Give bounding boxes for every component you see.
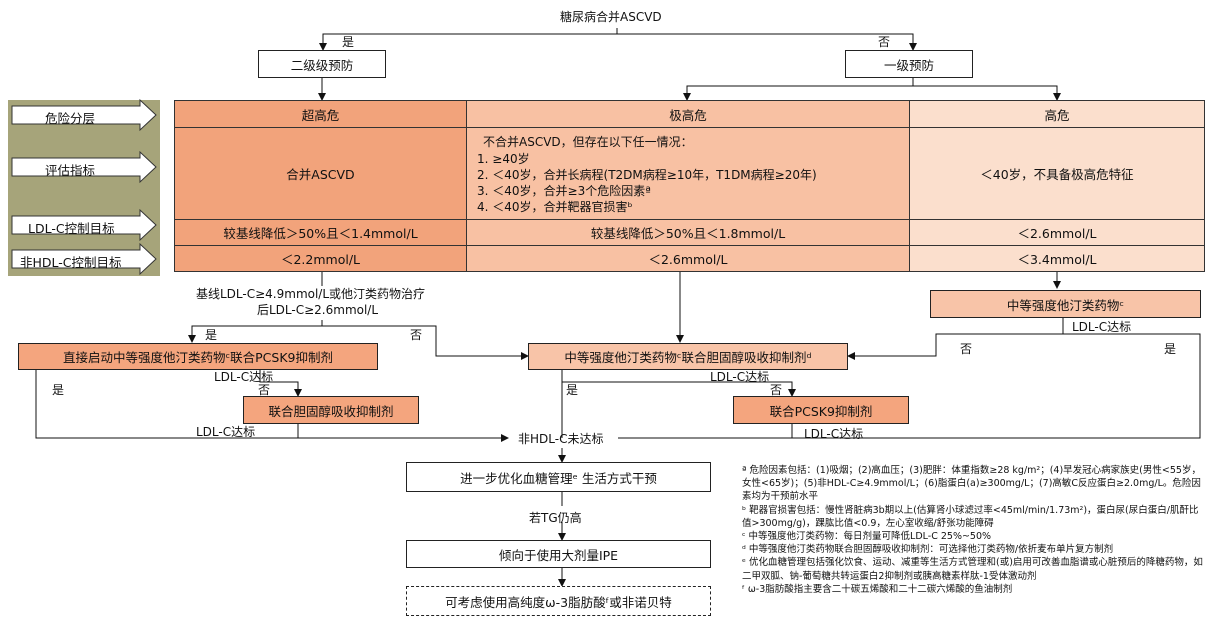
extreme-risk-title: 极高危 [466,100,910,128]
combo-pcsk9-box: 联合PCSK9抑制剂 [733,396,909,424]
moderate-ldl-reached-label: LDL-C达标 [1072,320,1132,334]
extreme-nonhdl-target: ＜2.6mmol/L [466,245,910,272]
row-arrows [11,98,157,276]
very-high-nonhdl-target: ＜2.2mmol/L [174,245,467,272]
root-label: 糖尿病合并ASCVD [560,10,662,24]
very-high-risk-criteria: 合并ASCVD [174,127,467,220]
footnote-b: ᵇ 靶器官损害包括：慢性肾脏病3b期以上(估算肾小球滤过率<45ml/min/1… [742,504,1199,529]
row-header-risk: 危险分层 [45,111,96,126]
footnote-a: ª 危险因素包括：(1)吸烟；(2)高血压；(3)肥胖：体重指数≥28 kg/m… [742,465,1201,503]
absorb-yes-label: 是 [566,383,579,397]
high-risk-title: 高危 [909,100,1205,128]
row-arrow-1 [11,98,157,132]
branch-no-label: 否 [878,35,891,49]
extreme-criteria-title: 不合并ASCVD，但存在以下任一情况： [483,135,693,149]
absorb-ldl-reached-label: LDL-C达标 [710,370,770,384]
condition-no-label: 否 [410,328,423,342]
very-high-risk-title: 超高危 [174,100,467,128]
absorb-no-label: 否 [770,383,783,397]
secondary-prevention-box: 二级级预防 [258,50,386,78]
primary-prevention-box: 一级预防 [845,50,973,78]
omega-box: 可考虑使用高纯度ω-3脂肪酸ᶠ或非诺贝特 [406,586,711,616]
extreme-criteria-item-4: 4. ＜40岁，合并靶器官损害ᵇ [477,200,633,214]
baseline-condition-line2: 后LDL-C≥2.6mmol/L [257,303,379,317]
left-panel-background [8,100,160,276]
tg-high-label: 若TG仍高 [529,511,582,525]
combo-absorb-box: 联合胆固醇吸收抑制剂 [243,396,419,424]
direct-no-label: 否 [258,383,271,397]
ipe-box: 倾向于使用大剂量IPE [406,540,711,568]
right-ldl-reached-label: LDL-C达标 [804,427,864,441]
footnote-e: ᵉ 优化血糖管理包括强化饮食、运动、减重等生活方式管理和(或)启用可改善血脂谱或… [742,557,1203,582]
footnote-d: ᵈ 中等强度他汀类药物联合胆固醇吸收抑制剂：可选择他汀类药物/依折麦布单片复方制… [742,544,1114,556]
extreme-criteria-item-1: 1. ≥40岁 [477,152,530,166]
baseline-condition-line1: 基线LDL-C≥4.9mmol/L或他汀类药物治疗 [196,287,426,301]
direct-ldl-reached-label: LDL-C达标 [214,370,274,384]
row-header-criteria: 评估指标 [45,163,96,178]
high-nonhdl-target: ＜3.4mmol/L [909,245,1205,272]
direct-combo-box: 直接启动中等强度他汀类药物ᶜ联合PCSK9抑制剂 [18,343,378,370]
high-ldl-target: ＜2.6mmol/L [909,219,1205,246]
statin-absorb-box: 中等强度他汀类药物ᶜ联合胆固醇吸收抑制剂ᵈ [528,343,848,370]
footnote-c: ᶜ 中等强度他汀类药物：每日剂量可降低LDL-C 25%~50% [742,531,992,543]
condition-yes-label: 是 [205,328,218,342]
direct-yes-label: 是 [52,383,65,397]
moderate-statin-box: 中等强度他汀类药物ᶜ [930,290,1201,318]
row-header-nonhdl: 非HDL-C控制目标 [20,255,122,270]
moderate-no-label: 否 [960,342,973,356]
footnote-f: ᶠ ω-3脂肪酸指主要含二十碳五烯酸和二十二碳六烯酸的鱼油制剂 [742,583,1013,595]
footnotes: ª 危险因素包括：(1)吸烟；(2)高血压；(3)肥胖：体重指数≥28 kg/m… [742,464,1204,596]
extreme-criteria-item-3: 3. ＜40岁，合并≥3个危险因素ª [477,184,651,198]
extreme-criteria-item-2: 2. ＜40岁，合并长病程(T2DM病程≥10年，T1DM病程≥20年) [477,168,817,182]
row-arrow-4 [11,242,157,276]
row-arrow-3 [11,208,157,242]
extreme-ldl-target: 较基线降低＞50%且＜1.8mmol/L [466,219,910,246]
moderate-yes-label: 是 [1164,342,1177,356]
left-ldl-reached-label: LDL-C达标 [196,425,256,439]
row-header-ldl: LDL-C控制目标 [28,221,115,236]
very-high-ldl-target: 较基线降低＞50%且＜1.4mmol/L [174,219,467,246]
branch-yes-label: 是 [342,35,355,49]
row-arrow-2 [11,150,157,184]
nonhdl-not-reached-label: 非HDL-C未达标 [518,432,604,446]
extreme-risk-criteria: 不合并ASCVD，但存在以下任一情况： 1. ≥40岁 2. ＜40岁，合并长病… [466,127,910,220]
optimize-box: 进一步优化血糖管理ᵉ 生活方式干预 [406,462,711,492]
high-risk-criteria: ＜40岁，不具备极高危特征 [909,127,1205,220]
